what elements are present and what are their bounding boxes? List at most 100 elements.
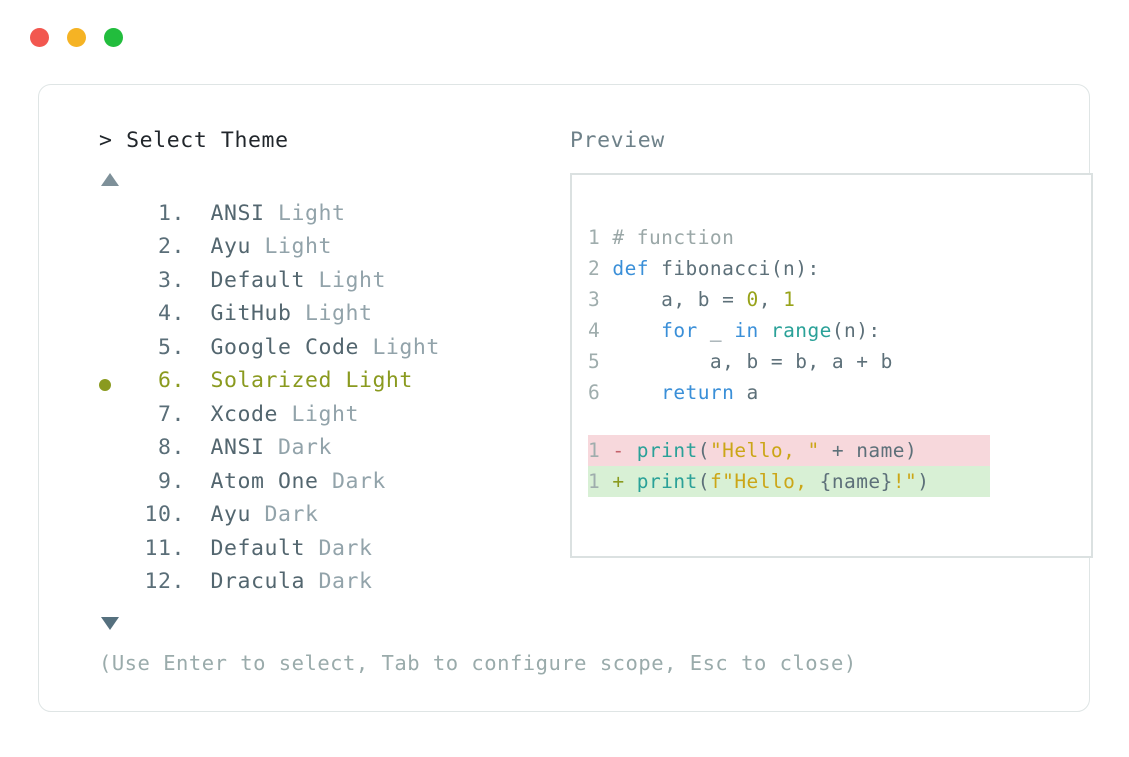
list-item[interactable]: 4. GitHub Light <box>99 301 569 335</box>
line-number: 1 <box>588 469 601 493</box>
list-item[interactable]: 12. Dracula Dark <box>99 569 569 603</box>
code-keyword: for <box>600 318 698 342</box>
diff-removed-line: 1 - print("Hello, " + name) <box>588 434 990 466</box>
list-item-gap <box>185 569 211 594</box>
code-text: ( <box>697 438 710 462</box>
list-item-name: Ayu <box>210 502 251 528</box>
line-number: 1 <box>588 438 601 462</box>
code-number: 0 <box>746 287 759 311</box>
code-line: 3 a, b = 0, 1 <box>588 284 1091 315</box>
code-text <box>759 319 771 342</box>
list-item-name: Ayu <box>210 234 251 260</box>
diff-add-marker: + <box>612 469 625 493</box>
close-button-icon[interactable] <box>30 28 49 47</box>
scroll-up-row[interactable] <box>99 172 569 195</box>
line-number: 3 <box>588 287 601 311</box>
code-line: 4 for _ in range(n): <box>588 315 1091 346</box>
preview-column: Preview 1 # function 2 def fibonacci(n):… <box>570 129 1095 558</box>
list-item-gap <box>185 234 211 259</box>
theme-list-column: > Select Theme 1. ANSI Light <box>99 129 569 633</box>
code-line: 6 return a <box>588 377 1091 408</box>
list-item-name: Default <box>210 267 305 293</box>
list-item-variant: Light <box>264 234 332 260</box>
code-preview-panel: 1 # function 2 def fibonacci(n): 3 a, b … <box>570 172 1093 558</box>
list-item-gap <box>185 201 211 226</box>
list-item-variant: Light <box>345 368 413 394</box>
list-item-number: 9. <box>158 468 185 494</box>
code-keyword: def <box>600 256 649 280</box>
code-fstring-expr: {name} <box>819 469 893 493</box>
minimize-button-icon[interactable] <box>67 28 86 47</box>
scroll-down-row[interactable] <box>99 603 569 633</box>
code-text: , <box>758 287 784 311</box>
preview-heading: Preview <box>570 128 665 153</box>
list-item-number: 5. <box>158 334 185 360</box>
code-line: 2 def fibonacci(n): <box>588 253 1091 284</box>
list-item-variant: Light <box>277 200 346 226</box>
card-content: > Select Theme 1. ANSI Light <box>39 85 1093 711</box>
list-item-variant: Light <box>318 267 386 293</box>
list-item-variant: Dark <box>277 435 332 461</box>
list-item-variant: Light <box>304 301 373 327</box>
list-item-gap <box>185 301 211 326</box>
list-item-number: 1. <box>158 200 185 226</box>
code-spacer <box>588 408 1091 435</box>
code-keyword: in <box>734 318 759 342</box>
list-item[interactable]: 1. ANSI Light <box>99 201 569 235</box>
code-string: !" <box>892 469 918 493</box>
list-item-gap <box>185 268 211 293</box>
list-item[interactable]: 2. Ayu Light <box>99 234 569 268</box>
list-item-number: 2. <box>158 234 185 260</box>
diff-added-line: 1 + print(f"Hello, {name}!") <box>588 465 990 497</box>
list-item-gap <box>185 502 211 527</box>
list-item-number: 12. <box>144 569 185 595</box>
list-item-gap <box>185 469 211 494</box>
code-text: a <box>734 380 759 404</box>
code-text: (n): <box>831 318 881 342</box>
triangle-down-icon[interactable] <box>101 616 119 630</box>
list-item[interactable]: 11. Default Dark <box>99 536 569 570</box>
list-item[interactable]: 8. ANSI Dark <box>99 435 569 469</box>
list-item-number: 11. <box>144 535 185 561</box>
code-text: a, b = <box>600 287 747 311</box>
prompt-label: Select Theme <box>126 128 289 153</box>
list-item[interactable]: 10. Ayu Dark <box>99 502 569 536</box>
list-item[interactable]: 9. Atom One Dark <box>99 469 569 503</box>
theme-list[interactable]: 1. ANSI Light 2. Ayu Light <box>99 201 569 603</box>
code-line: 1 # function <box>588 222 1091 253</box>
keyboard-hint: (Use Enter to select, Tab to configure s… <box>99 651 857 675</box>
list-item-gap <box>185 368 211 393</box>
list-item-number: 3. <box>158 267 185 293</box>
code-text: fibonacci(n): <box>648 256 820 280</box>
code-builtin: print <box>624 438 698 462</box>
list-item-selected[interactable]: 6. Solarized Light <box>99 368 569 402</box>
selection-bullet-slot <box>99 378 131 391</box>
list-item[interactable]: 3. Default Light <box>99 268 569 302</box>
list-item-number: 4. <box>158 301 185 327</box>
triangle-up-icon[interactable] <box>101 172 119 186</box>
list-item-name: ANSI <box>210 435 265 461</box>
list-item-gap <box>185 402 211 427</box>
line-number: 5 <box>588 349 601 373</box>
list-item-name: ANSI <box>210 200 265 226</box>
list-item-variant: Dark <box>318 535 373 561</box>
list-item-variant: Dark <box>264 502 319 528</box>
list-item-name: Atom One <box>210 468 319 494</box>
list-item-number: 7. <box>158 401 185 427</box>
code-builtin: print <box>624 469 698 493</box>
list-item-number: 10. <box>144 502 185 528</box>
maximize-button-icon[interactable] <box>104 28 123 47</box>
list-item-variant: Dark <box>331 468 386 494</box>
prompt-caret-icon: > <box>99 128 113 153</box>
list-item-variant: Dark <box>318 569 373 595</box>
line-number: 1 <box>588 225 601 249</box>
list-item[interactable]: 5. Google Code Light <box>99 335 569 369</box>
code-text: ( <box>697 469 710 493</box>
list-item-gap <box>185 536 211 561</box>
code-keyword: return <box>600 380 735 404</box>
list-item-name: GitHub <box>210 301 292 327</box>
list-item[interactable]: 7. Xcode Light <box>99 402 569 436</box>
diff-remove-marker: - <box>612 438 625 462</box>
code-comment: # function <box>600 225 735 249</box>
line-number: 2 <box>588 256 601 280</box>
